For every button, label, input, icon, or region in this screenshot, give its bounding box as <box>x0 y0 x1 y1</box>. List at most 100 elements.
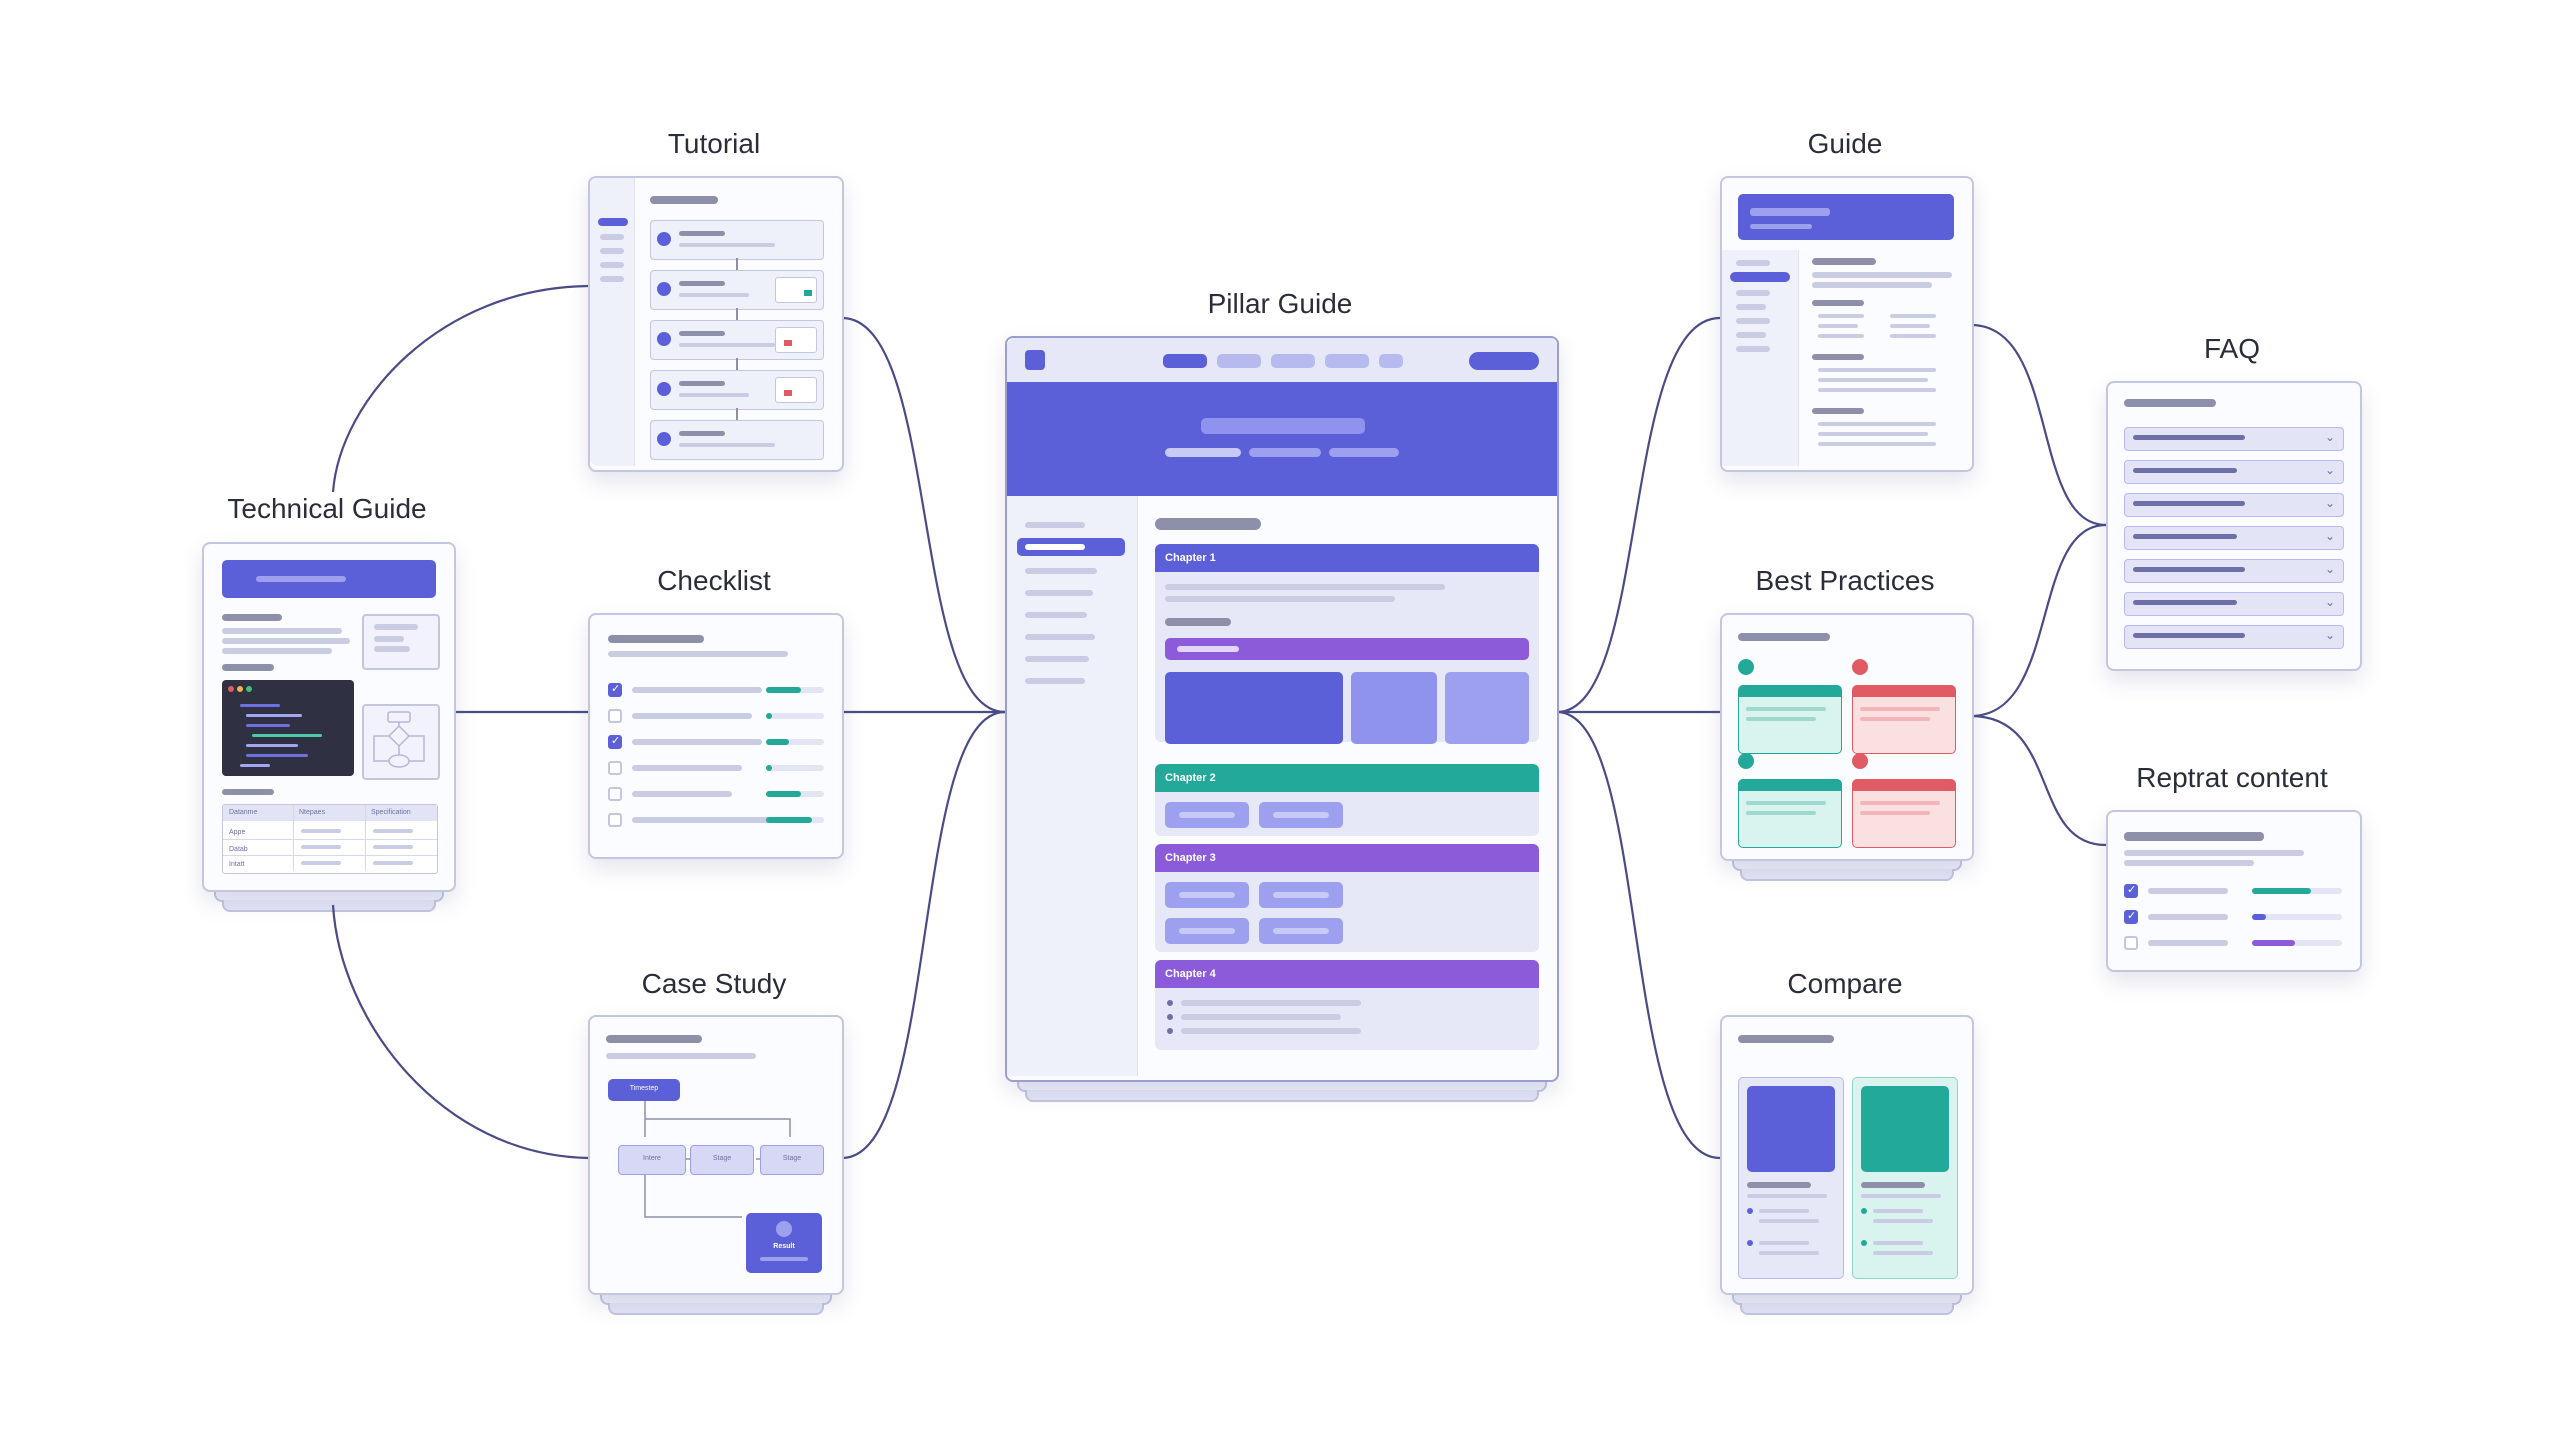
casestudy-stage-label: Intere <box>643 1155 661 1162</box>
chevron-down-icon[interactable]: ⌄ <box>2325 562 2336 576</box>
step-thumbnail <box>775 377 817 403</box>
connector-bestpractices-repurpose <box>1970 714 2107 847</box>
faq-accordion-item[interactable]: ⌄ <box>2124 526 2344 550</box>
techguide-th-3: Specification <box>371 809 411 816</box>
chevron-down-icon[interactable]: ⌄ <box>2325 496 2336 510</box>
checkbox[interactable] <box>608 682 622 697</box>
techguide-th-2: Ntepaes <box>299 809 326 816</box>
tutorial-step[interactable] <box>650 270 824 310</box>
chapter-4-label: Chapter 4 <box>1165 968 1216 980</box>
pillar-cta-button[interactable] <box>1469 352 1539 370</box>
progress-fill <box>766 765 772 771</box>
pillar-nav-item[interactable] <box>1379 354 1403 368</box>
casestudy-timeline-chip: Timestep <box>608 1079 680 1101</box>
faq-accordion-item[interactable]: ⌄ <box>2124 559 2344 583</box>
chevron-down-icon[interactable]: ⌄ <box>2325 595 2336 609</box>
checklist-item-text <box>632 739 762 745</box>
pillar-guide-card[interactable]: Chapter 1 Chapter 2 Chapter 3 Chapter 4 <box>1005 336 1559 1102</box>
faq-accordion-item[interactable]: ⌄ <box>2124 427 2344 451</box>
techguide-row-2: Datab <box>229 846 248 853</box>
faq-question <box>2133 567 2245 572</box>
faq-accordion-item[interactable]: ⌄ <box>2124 493 2344 517</box>
checkbox[interactable] <box>2124 883 2138 898</box>
repurpose-item-text <box>2148 940 2228 946</box>
compare-card[interactable] <box>1720 1015 1974 1315</box>
technical-guide-card[interactable]: Datanme Ntepaes Specification Appe Datab… <box>202 542 456 912</box>
minus-circle-icon <box>1852 753 1868 769</box>
pillar-nav-item[interactable] <box>1271 354 1315 368</box>
pillar-chapter-4[interactable]: Chapter 4 <box>1155 960 1539 1050</box>
title-repurpose-content: Reptrat content <box>2136 762 2328 793</box>
progress-fill <box>2252 914 2266 920</box>
chapter-2-label: Chapter 2 <box>1165 772 1216 784</box>
faq-question <box>2133 501 2245 506</box>
title-case-study: Case Study <box>641 968 787 999</box>
tutorial-step[interactable] <box>650 370 824 410</box>
chapter-1-label: Chapter 1 <box>1165 552 1216 564</box>
chapter-3-header <box>1155 844 1539 872</box>
step-title <box>679 231 725 236</box>
checkbox[interactable] <box>608 709 622 723</box>
chapter-1-media-small <box>1351 672 1437 744</box>
chevron-down-icon[interactable]: ⌄ <box>2325 463 2336 477</box>
checklist-item-text <box>632 765 742 771</box>
faq-heading <box>2124 399 2216 407</box>
checkbox[interactable] <box>608 761 622 775</box>
checkbox[interactable] <box>608 734 622 749</box>
checklist-item-text <box>632 687 762 693</box>
step-title <box>679 431 725 436</box>
chapter-1-header <box>1155 544 1539 572</box>
step-connector <box>736 408 738 420</box>
tutorial-step[interactable] <box>650 420 824 460</box>
chapter-2-header <box>1155 764 1539 792</box>
checkbox[interactable] <box>608 787 622 801</box>
guide-card[interactable] <box>1720 176 1974 472</box>
step-desc <box>679 343 775 347</box>
pillar-nav-item-active[interactable] <box>1163 354 1207 368</box>
checkbox[interactable] <box>2124 936 2138 950</box>
x-circle-icon <box>1852 659 1868 675</box>
casestudy-stage: Stage <box>760 1145 824 1175</box>
faq-accordion-item[interactable]: ⌄ <box>2124 460 2344 484</box>
faq-accordion-item[interactable]: ⌄ <box>2124 625 2344 649</box>
checkbox[interactable] <box>2124 909 2138 924</box>
tutorial-step[interactable] <box>650 320 824 360</box>
chevron-down-icon[interactable]: ⌄ <box>2325 430 2336 444</box>
pillar-nav-item[interactable] <box>1325 354 1369 368</box>
faq-accordion-item[interactable]: ⌄ <box>2124 592 2344 616</box>
pillar-chapter-2[interactable]: Chapter 2 <box>1155 764 1539 836</box>
pillar-nav-item[interactable] <box>1217 354 1261 368</box>
step-number-icon <box>657 232 671 246</box>
pillar-sidebar <box>1007 496 1138 1076</box>
step-title <box>679 281 725 286</box>
bestpractices-heading <box>1738 633 1830 641</box>
repurpose-content-card[interactable] <box>2106 810 2362 972</box>
step-desc <box>679 243 775 247</box>
faq-question <box>2133 633 2245 638</box>
checklist-item-text <box>632 791 732 797</box>
title-technical-guide: Technical Guide <box>227 493 427 524</box>
step-number-icon <box>657 432 671 446</box>
thumb-marker <box>804 290 812 296</box>
check-circle-icon <box>1738 753 1754 769</box>
chevron-down-icon[interactable]: ⌄ <box>2325 628 2336 642</box>
tutorial-sidebar <box>590 178 635 466</box>
pillar-chapter-1[interactable]: Chapter 1 <box>1155 544 1539 744</box>
checklist-card[interactable] <box>588 613 844 859</box>
best-practices-card[interactable] <box>1720 613 1974 881</box>
tutorial-card[interactable] <box>588 176 844 472</box>
repurpose-heading <box>2124 832 2264 841</box>
faq-question <box>2133 600 2237 605</box>
chevron-down-icon[interactable]: ⌄ <box>2325 529 2336 543</box>
checkbox[interactable] <box>608 813 622 827</box>
tutorial-step[interactable] <box>650 220 824 260</box>
pillar-logo <box>1025 350 1045 370</box>
checklist-item-text <box>632 817 772 823</box>
pillar-chapter-3[interactable]: Chapter 3 <box>1155 844 1539 952</box>
faq-card[interactable]: ⌄ ⌄ ⌄ ⌄ ⌄ ⌄ ⌄ <box>2106 381 2362 671</box>
progress-fill <box>2252 940 2295 946</box>
step-desc <box>679 393 749 397</box>
title-tutorial: Tutorial <box>667 128 761 159</box>
casestudy-heading <box>606 1035 702 1043</box>
